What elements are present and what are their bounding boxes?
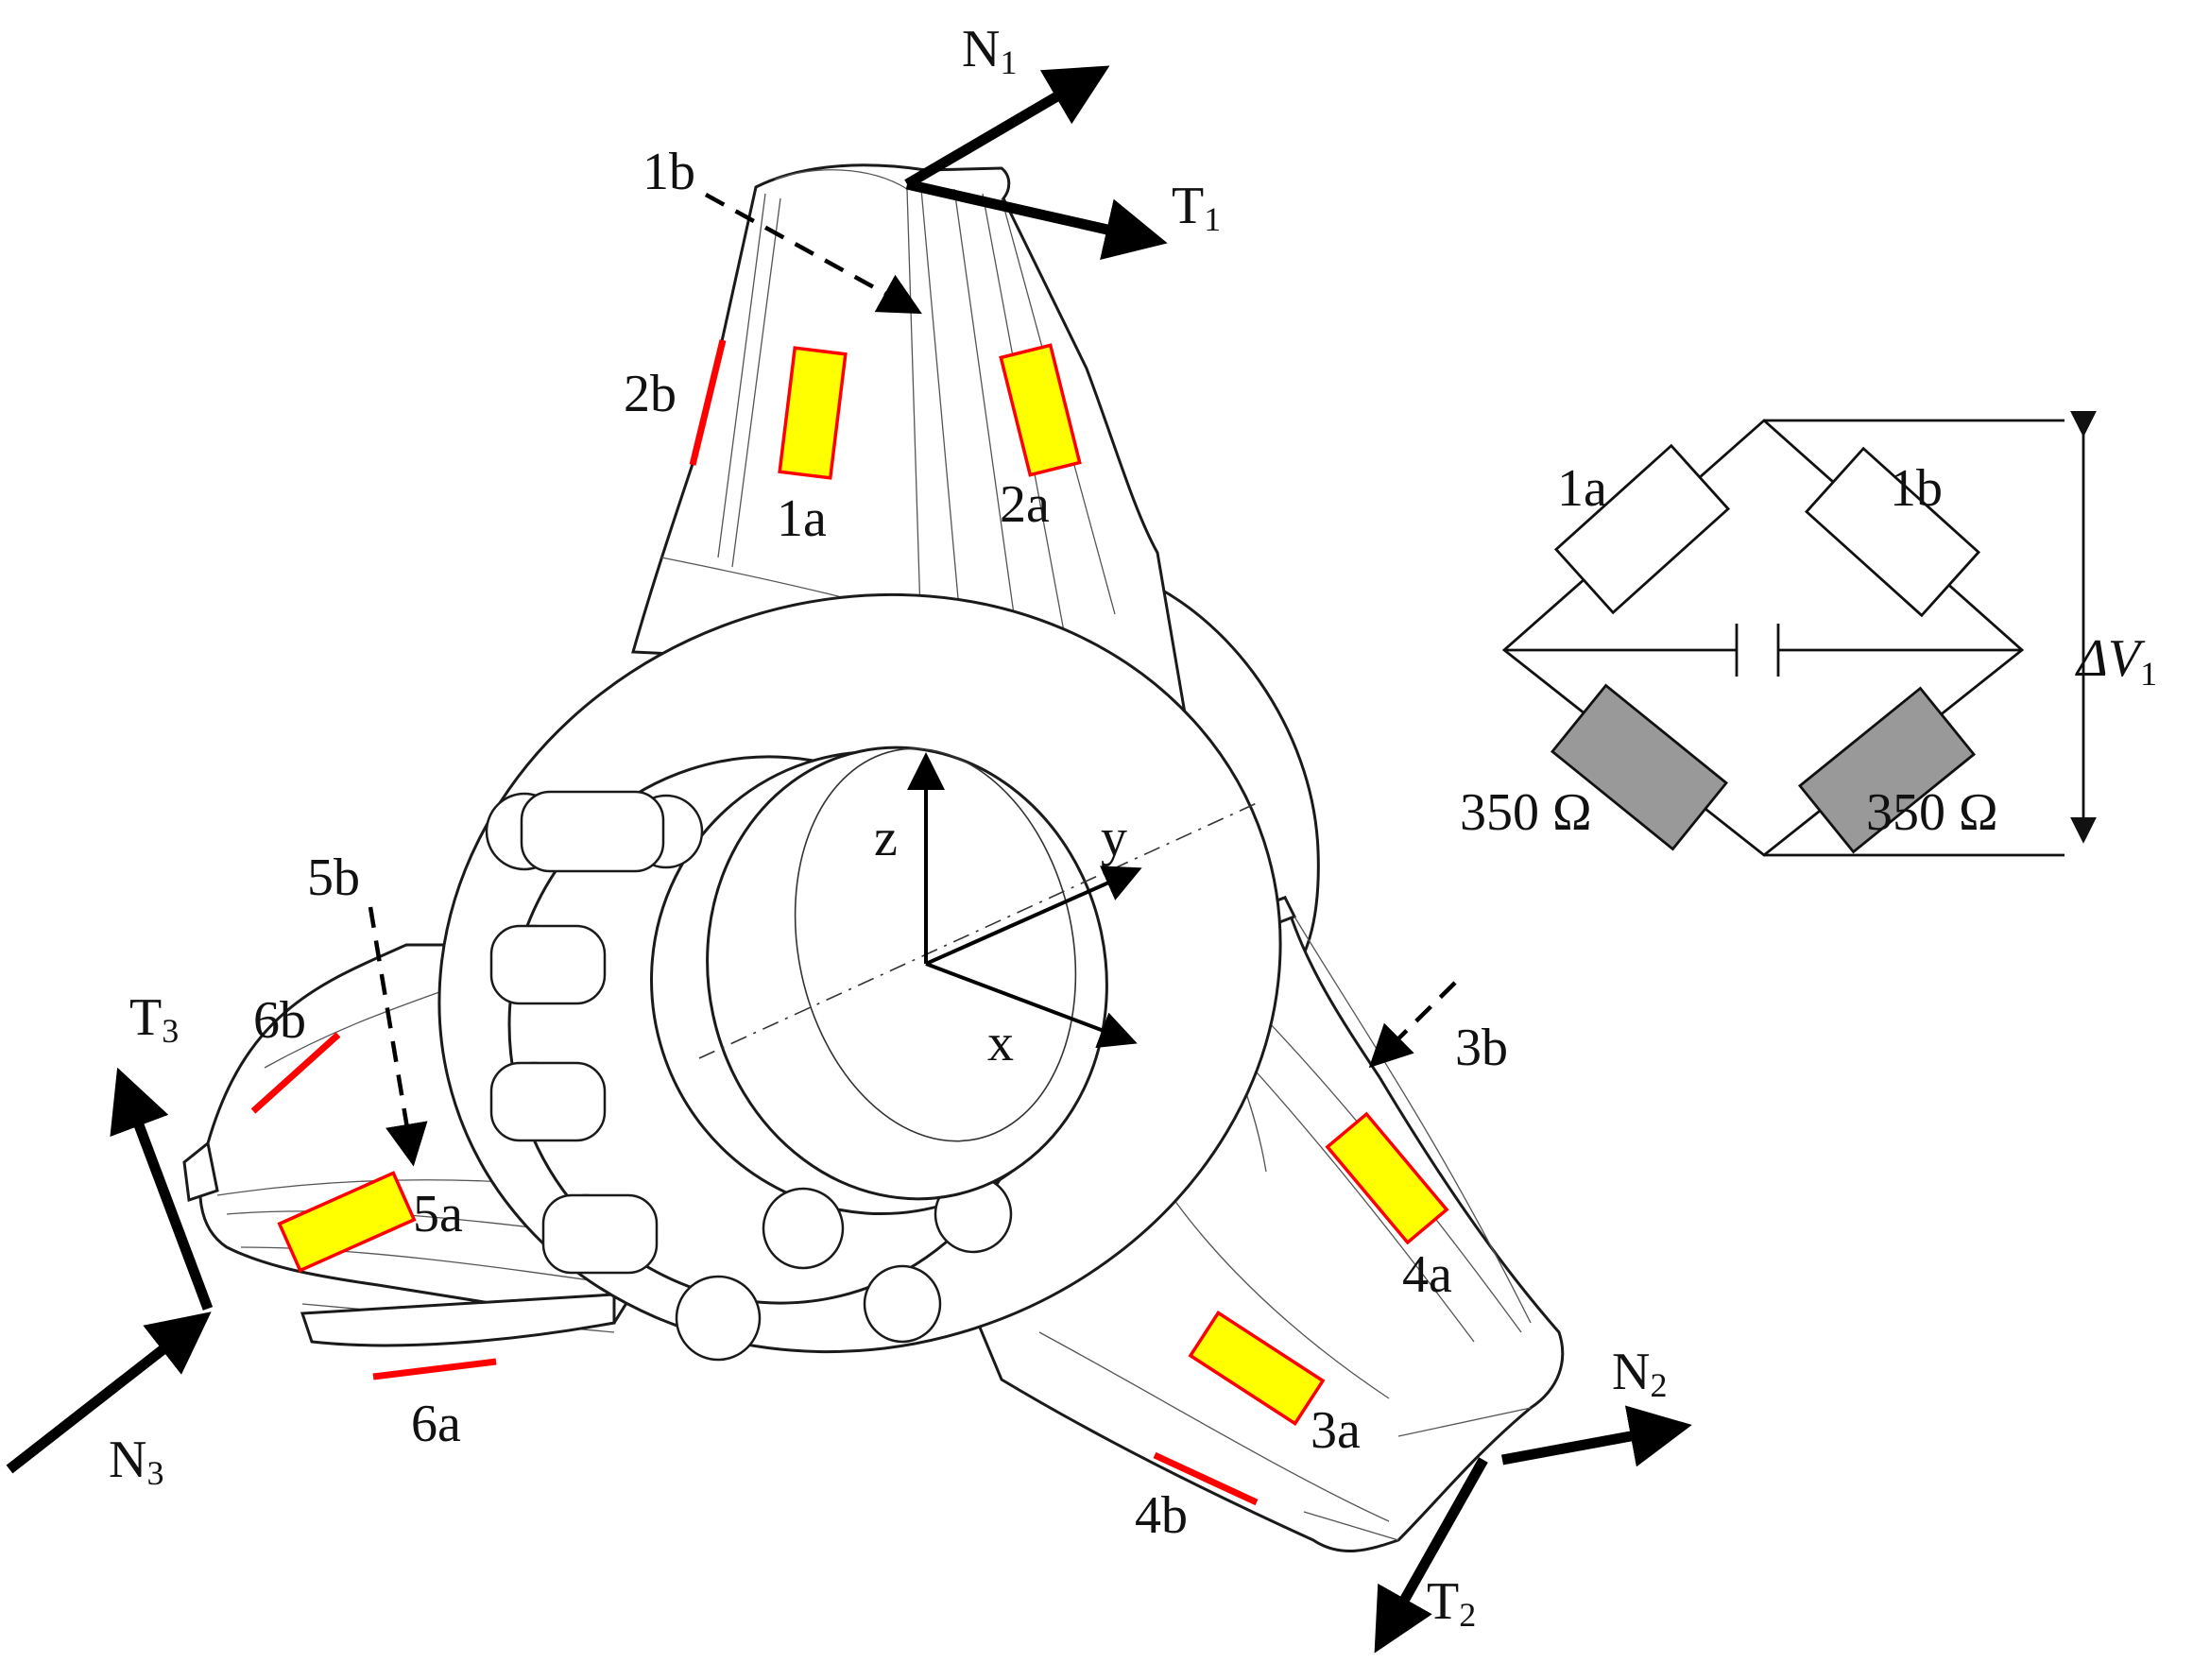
force-labels: N1 T1 N2 T2 N3 T3 (109, 20, 1667, 1634)
label-3a: 3a (1311, 1401, 1361, 1460)
gauge-6a (372, 1358, 497, 1380)
label-4a: 4a (1402, 1245, 1452, 1304)
gauge-2b (689, 339, 727, 466)
axis-x-label: x (987, 1014, 1014, 1072)
label-t3: T3 (129, 988, 179, 1050)
bridge-resistor-1b (1804, 446, 1981, 618)
wheatstone-bridge: 1a 1b 350 Ω 350 Ω ΔV1 (1460, 410, 2157, 857)
gauge-6b (250, 1032, 341, 1114)
label-6b: 6b (253, 991, 306, 1050)
label-n3: N3 (109, 1431, 163, 1492)
coordinate-axes: z y x (874, 752, 1142, 1072)
bridge-resistor-1a (1553, 443, 1731, 615)
bridge-label-350-left: 350 Ω (1460, 783, 1592, 842)
force-arrows (6, 65, 1692, 1654)
label-5a: 5a (413, 1185, 463, 1243)
bridge-resistor-dummy-left (1550, 683, 1729, 851)
bridge-label-350-right: 350 Ω (1866, 783, 1998, 842)
label-2a: 2a (1000, 475, 1050, 534)
rotor-hub (182, 163, 1565, 1553)
label-6a: 6a (411, 1395, 461, 1453)
bridge-output-label: ΔV1 (2075, 629, 2157, 693)
label-n1: N1 (962, 20, 1017, 81)
gauge-2a (999, 343, 1082, 477)
arrow-n3 (6, 1311, 212, 1474)
gauge-4a (1325, 1111, 1449, 1245)
gear-ring (485, 746, 1108, 1362)
arrow-t2 (1374, 1457, 1488, 1654)
strain-gauges (250, 339, 1449, 1506)
arrow-n2 (1501, 1405, 1692, 1467)
gauge-1a (778, 346, 848, 480)
label-4b: 4b (1135, 1486, 1188, 1545)
label-n2: N2 (1612, 1343, 1667, 1404)
leader-arrows (368, 193, 1457, 1167)
label-1a: 1a (777, 489, 827, 548)
bridge-label-1a: 1a (1557, 459, 1607, 518)
label-5b: 5b (307, 849, 360, 907)
arrow-t1 (905, 179, 1168, 261)
gauge-5a (277, 1171, 417, 1273)
arrow-t3 (110, 1067, 214, 1311)
bridge-label-1b: 1b (1890, 459, 1943, 518)
gauge-4b (1153, 1451, 1259, 1506)
leader-5b (368, 906, 428, 1167)
center-axis-line (698, 802, 1258, 1059)
label-1b: 1b (642, 143, 695, 201)
label-t1: T1 (1172, 177, 1221, 238)
axis-y (925, 866, 1142, 966)
axis-z-label: z (874, 809, 898, 867)
label-3b: 3b (1455, 1019, 1508, 1077)
label-2b: 2b (624, 365, 677, 423)
gauge-labels: 1b 2b 1a 2a 5b 6b 5a 6a 3b 4a 3a 4b (253, 143, 1508, 1545)
bridge-resistor-dummy-right (1797, 686, 1977, 854)
gauge-3a (1188, 1310, 1326, 1427)
axis-x (925, 962, 1138, 1049)
leader-3b (1368, 981, 1457, 1069)
arrow-n1 (904, 65, 1110, 189)
axis-y-label: y (1101, 809, 1127, 867)
leader-1b (704, 193, 922, 315)
label-t2: T2 (1427, 1572, 1476, 1634)
